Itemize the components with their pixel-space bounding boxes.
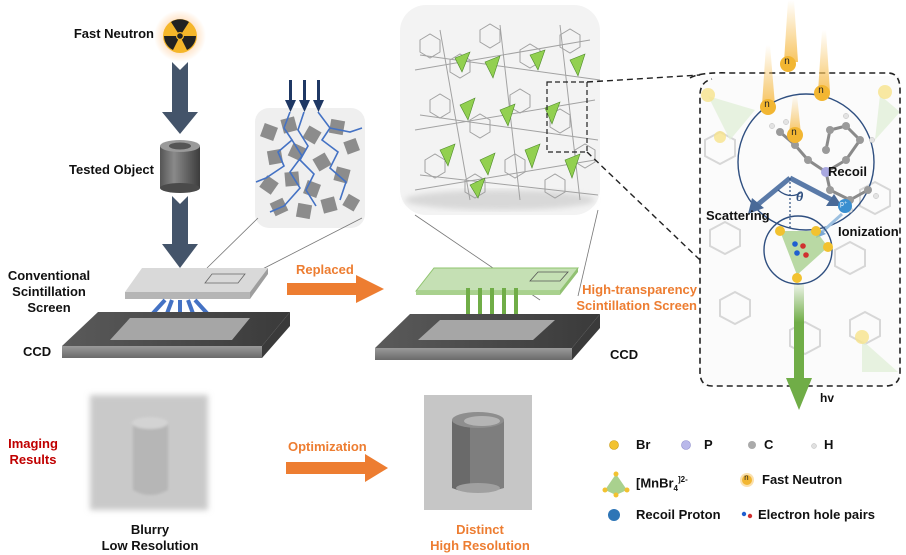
mnbr4-tetrahedron xyxy=(775,226,833,283)
imaging-results-label: Imaging Results xyxy=(0,436,66,468)
recoil-proton xyxy=(838,199,852,213)
replaced-label: Replaced xyxy=(296,262,354,277)
optimization-label: Optimization xyxy=(288,439,367,454)
legend-mnbr4: [MnBr4]2- xyxy=(636,472,688,497)
legend-h: H xyxy=(824,437,834,452)
conventional-screen-label: Conventional Scintillation Screen xyxy=(0,268,98,316)
neutron-symbol: n xyxy=(791,128,798,139)
ccd-label-right: CCD xyxy=(610,347,639,362)
distinct-image xyxy=(424,395,532,510)
legend-p: P xyxy=(704,437,713,452)
recoil-arrow xyxy=(788,175,842,206)
ccd-label-left: CCD xyxy=(23,344,52,359)
high-transparency-screen xyxy=(414,267,580,295)
scattering-arrow xyxy=(748,176,792,214)
radiation-icon xyxy=(154,10,206,62)
legend-icons xyxy=(602,440,817,521)
ionization-label: Ionization xyxy=(838,224,899,239)
label-line: Low Resolution xyxy=(101,538,199,553)
proton-symbol: p⁺ xyxy=(840,201,848,208)
zoom-guide-line xyxy=(206,217,259,269)
neutron-particles xyxy=(760,56,830,143)
tested-object-label: Tested Object xyxy=(68,162,154,177)
label-line: High-transparency xyxy=(582,282,697,297)
blurry-image xyxy=(90,395,208,510)
zoom-connector xyxy=(586,151,701,261)
label-line: Scintillation xyxy=(12,284,86,299)
legend-br: Br xyxy=(636,437,651,452)
label-line: Screen xyxy=(27,300,71,315)
crystal-structure-inset xyxy=(400,5,601,215)
label-line: Blurry xyxy=(130,522,170,537)
angle-arc xyxy=(777,189,803,197)
label-line: Results xyxy=(9,452,57,467)
legend-neutron-symbol: n xyxy=(744,474,749,483)
recoil-label: Recoil xyxy=(828,164,868,179)
zoom-guide-line xyxy=(577,209,599,297)
label-line: Conventional xyxy=(7,268,91,283)
replaced-arrow xyxy=(287,275,384,303)
label-line: High Resolution xyxy=(430,538,530,553)
legend-recoil-proton: Recoil Proton xyxy=(636,507,721,522)
neutron-symbol: n xyxy=(784,57,791,68)
recoil-circle xyxy=(737,93,875,231)
legend-electron-hole-pairs: Electron hole pairs xyxy=(758,507,876,522)
conventional-scintillation-screen xyxy=(125,268,268,299)
legend-fast-neutron: Fast Neutron xyxy=(762,472,843,487)
neutron-symbol: n xyxy=(764,100,771,111)
legend-c: C xyxy=(764,437,774,452)
ccd-sensor-right xyxy=(375,314,600,360)
mnbr4-text: [MnBr xyxy=(636,475,674,491)
neutron-beam-arrow xyxy=(162,62,198,268)
angle-theta: θ xyxy=(796,190,804,205)
mnbr4-superscript: ]2- xyxy=(678,475,688,484)
conventional-screen-inset xyxy=(255,80,365,228)
tested-object-cylinder xyxy=(160,140,200,193)
high-transparency-screen-label: High-transparency Scintillation Screen xyxy=(545,282,697,314)
neutron-beams xyxy=(762,0,830,134)
mnbr4-subscript: 4 xyxy=(673,483,678,493)
label-line: Distinct xyxy=(456,522,504,537)
photon-emission-arrow xyxy=(786,284,812,410)
hv-label: hv xyxy=(820,391,835,405)
blurry-caption: Blurry Low Resolution xyxy=(82,522,218,554)
ccd-sensor-left xyxy=(62,312,290,358)
label-line: Scintillation Screen xyxy=(576,298,697,313)
fast-neutron-label: Fast Neutron xyxy=(73,26,154,41)
distinct-caption: Distinct High Resolution xyxy=(412,522,548,554)
optimization-arrow xyxy=(286,454,388,482)
scattering-label: Scattering xyxy=(706,208,770,223)
label-line: Imaging xyxy=(8,436,58,451)
neutron-symbol: n xyxy=(818,86,825,97)
zoom-connector xyxy=(586,74,701,83)
